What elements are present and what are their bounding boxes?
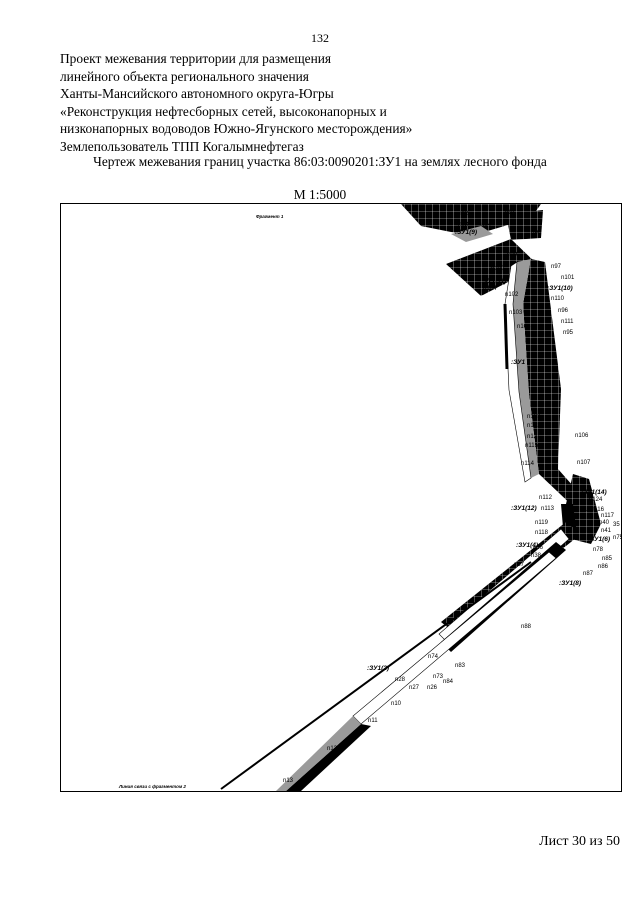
point-label: n88 <box>521 624 532 630</box>
point-label: n115 <box>525 443 539 449</box>
project-title-line: «Реконструкция нефтесборных сетей, высок… <box>60 103 387 119</box>
point-label: n73 <box>433 674 444 680</box>
project-title-line: линейного объекта регионального значения <box>60 68 309 84</box>
parcel-label: :ЗУ1(12) <box>511 505 537 512</box>
point-label: n105 <box>517 324 531 330</box>
point-label: n11 <box>368 718 378 724</box>
drawing-scale: М 1:5000 <box>293 187 347 202</box>
project-title-line: низконапорных водоводов Южно-Ягунского м… <box>60 121 413 136</box>
parcel-label: :ЗУ1(10) <box>547 285 573 292</box>
point-label: n125 <box>580 507 594 513</box>
point-label: n104 <box>483 286 497 292</box>
project-title-line: Ханты-Мансийского автономного округа-Югр… <box>60 86 334 101</box>
point-label: n37 <box>514 562 525 568</box>
point-label: n101 <box>561 275 575 281</box>
point-label: n116 <box>591 507 605 513</box>
point-label: n122 <box>527 423 541 429</box>
point-label: n92 <box>458 211 469 217</box>
point-label: n86 <box>598 564 609 570</box>
point-label: n99 <box>507 252 518 258</box>
point-label: n113 <box>541 506 555 512</box>
point-label: n117 <box>601 513 615 519</box>
parcel-label: :ЗУ1(8) <box>559 580 581 587</box>
map-labels: Фрагмент 1 Линия связи с фрагментом 2 35… <box>118 210 621 789</box>
point-label: n121 <box>527 434 541 440</box>
point-label: n112 <box>539 495 553 501</box>
point-label: n124 <box>589 497 603 503</box>
point-label: n78 <box>593 547 604 553</box>
pipeline-corridor-lower <box>220 522 581 791</box>
point-label: n94 <box>481 222 492 228</box>
point-label: n26 <box>427 685 438 691</box>
parcel-label: :ЗУ1(6) <box>588 536 610 543</box>
survey-map: Фрагмент 1 Линия связи с фрагментом 2 35… <box>60 203 622 792</box>
parcel-label: :ЗУ1(9) <box>455 229 477 236</box>
point-label: n87 <box>583 571 594 577</box>
drawing-title: Чертеж межевания границ участка 86:03:00… <box>93 154 547 169</box>
point-label: n95 <box>563 330 574 336</box>
point-label: n100 <box>491 266 505 272</box>
point-label: n107 <box>577 460 591 466</box>
point-label: n27 <box>409 685 420 691</box>
project-title: Проект межевания территории для размещен… <box>60 50 412 155</box>
edge-number: 35 <box>613 522 620 528</box>
point-label: n106 <box>575 433 589 439</box>
point-label: n123 <box>527 414 541 420</box>
point-label: n41 <box>601 528 612 534</box>
point-label: n102 <box>505 292 519 298</box>
point-label: n114 <box>521 461 535 467</box>
point-label: n74 <box>428 654 439 660</box>
point-label: n38 <box>531 553 542 559</box>
fragment-label: Фрагмент 1 <box>256 214 284 219</box>
parcel-label: :ЗУ1(2) <box>367 665 389 672</box>
point-label: n93 <box>458 222 469 228</box>
point-label: n10 <box>391 701 402 707</box>
point-label: n96 <box>558 308 569 314</box>
point-label: n111 <box>561 319 574 325</box>
point-label: n98 <box>531 230 542 236</box>
point-label: n13 <box>283 778 294 784</box>
point-label: n28 <box>395 677 406 683</box>
parcel-label: :ЗУ1(4) <box>516 542 538 549</box>
parcel-label: :ЗУ1 <box>511 359 525 366</box>
survey-map-drawing: Фрагмент 1 Линия связи с фрагментом 2 35… <box>118 204 621 791</box>
point-label: n97 <box>551 264 562 270</box>
sheet-number: Лист 30 из 50 <box>539 834 620 849</box>
pipeline-corridor-upper <box>503 259 589 512</box>
point-label: n36 <box>533 545 544 551</box>
point-label: n85 <box>602 556 613 562</box>
parcel-label: :ЗУ1(14) <box>581 489 607 496</box>
project-title-line: Землепользователь ТПП Когалымнефтегаз <box>60 138 304 154</box>
point-label: n103 <box>509 310 523 316</box>
point-label: n84 <box>443 679 454 685</box>
page-number: 132 <box>311 31 329 45</box>
point-label: n91 <box>505 210 516 216</box>
project-title-line: Проект межевания территории для размещен… <box>60 51 332 66</box>
link-note: Линия связи с фрагментом 2 <box>118 783 186 789</box>
point-label: n75 <box>613 535 621 541</box>
point-label: n118 <box>535 530 549 536</box>
hatched-block-top <box>401 204 543 296</box>
point-label: n12 <box>327 746 338 752</box>
point-label: n83 <box>455 663 466 669</box>
point-label: n110 <box>551 296 565 302</box>
point-label: n40 <box>599 520 610 526</box>
point-label: n119 <box>535 520 549 526</box>
parcel-label: :ЗУ1(11) <box>481 278 506 285</box>
